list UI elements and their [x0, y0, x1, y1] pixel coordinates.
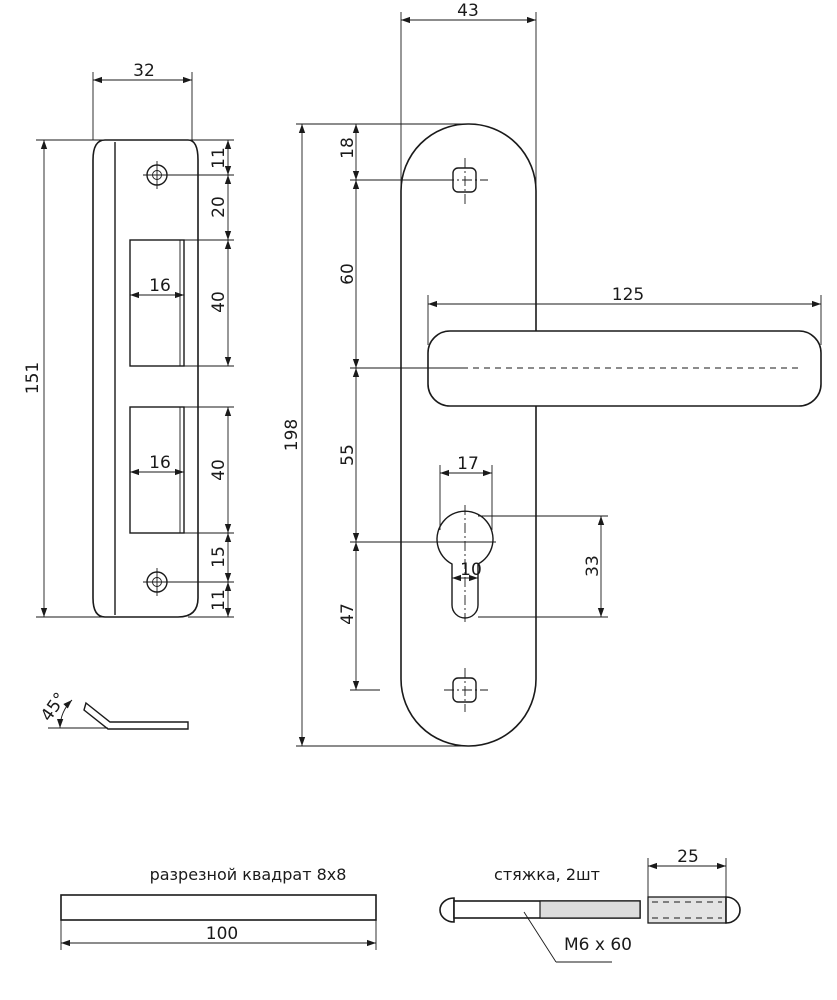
strike-screw-hole-top — [143, 161, 171, 189]
escutcheon-top-to-screw-label: 18 — [338, 137, 358, 159]
strike-screw-hole-bottom — [143, 568, 171, 596]
escutcheon-screw-to-handle-label: 60 — [338, 263, 358, 285]
strike-slot-top-height-label: 40 — [209, 291, 229, 313]
strike-bend-profile: 45° — [37, 689, 189, 730]
handle-length-label: 125 — [612, 285, 644, 305]
escutcheon-outline — [400, 123, 537, 747]
strike-top-hole-label: 11 — [209, 147, 229, 169]
bolt-sleeve — [647, 896, 727, 924]
strike-slot-top-width-label: 16 — [149, 276, 171, 296]
escutcheon-height-label: 198 — [282, 419, 302, 451]
connecting-bolt: стяжка, 2шт 25 М6 х 60 — [439, 847, 741, 963]
spindle-length-label: 100 — [206, 924, 238, 944]
bend-angle-label: 45° — [37, 689, 71, 725]
escutcheon-cylinder-to-screw-label: 47 — [338, 603, 358, 625]
strike-plate-outline — [92, 139, 199, 618]
strike-gap-bottom-label: 15 — [209, 546, 229, 568]
spindle-bar — [60, 894, 377, 921]
bolt-thread — [539, 900, 641, 919]
strike-plate: 32 151 11 20 40 40 15 11 16 16 — [23, 61, 234, 618]
strike-slot-top — [129, 239, 185, 367]
strike-gap-top-label: 20 — [209, 196, 229, 218]
strike-height-label: 151 — [23, 362, 43, 394]
cylinder-cutout — [436, 505, 494, 622]
escutcheon-screw-hole-bottom — [444, 668, 488, 712]
spindle: разрезной квадрат 8х8 100 — [60, 865, 377, 950]
strike-slot-bottom-height-label: 40 — [209, 459, 229, 481]
cylinder-width-label: 17 — [457, 454, 479, 474]
bolt-spec-label: М6 х 60 — [564, 935, 632, 955]
escutcheon-width-label: 43 — [457, 1, 479, 21]
bolt-screw-head — [439, 897, 455, 923]
handle-lever — [427, 330, 822, 407]
strike-bottom-hole-label: 11 — [209, 589, 229, 611]
cylinder-height-label: 33 — [583, 555, 603, 577]
strike-slot-bottom-width-label: 16 — [149, 453, 171, 473]
bolt-length-label: 25 — [677, 847, 699, 867]
strike-width-label: 32 — [133, 61, 155, 81]
escutcheon-handle-to-cylinder-label: 55 — [338, 444, 358, 466]
escutcheon: 43 198 18 60 55 47 125 17 33 — [282, 1, 822, 747]
cylinder-slot-label: 10 — [460, 560, 482, 580]
bolt-sleeve-head — [725, 896, 741, 924]
bolt-caption: стяжка, 2шт — [494, 865, 600, 884]
spindle-caption: разрезной квадрат 8х8 — [150, 865, 347, 884]
escutcheon-screw-hole-top — [444, 158, 488, 205]
